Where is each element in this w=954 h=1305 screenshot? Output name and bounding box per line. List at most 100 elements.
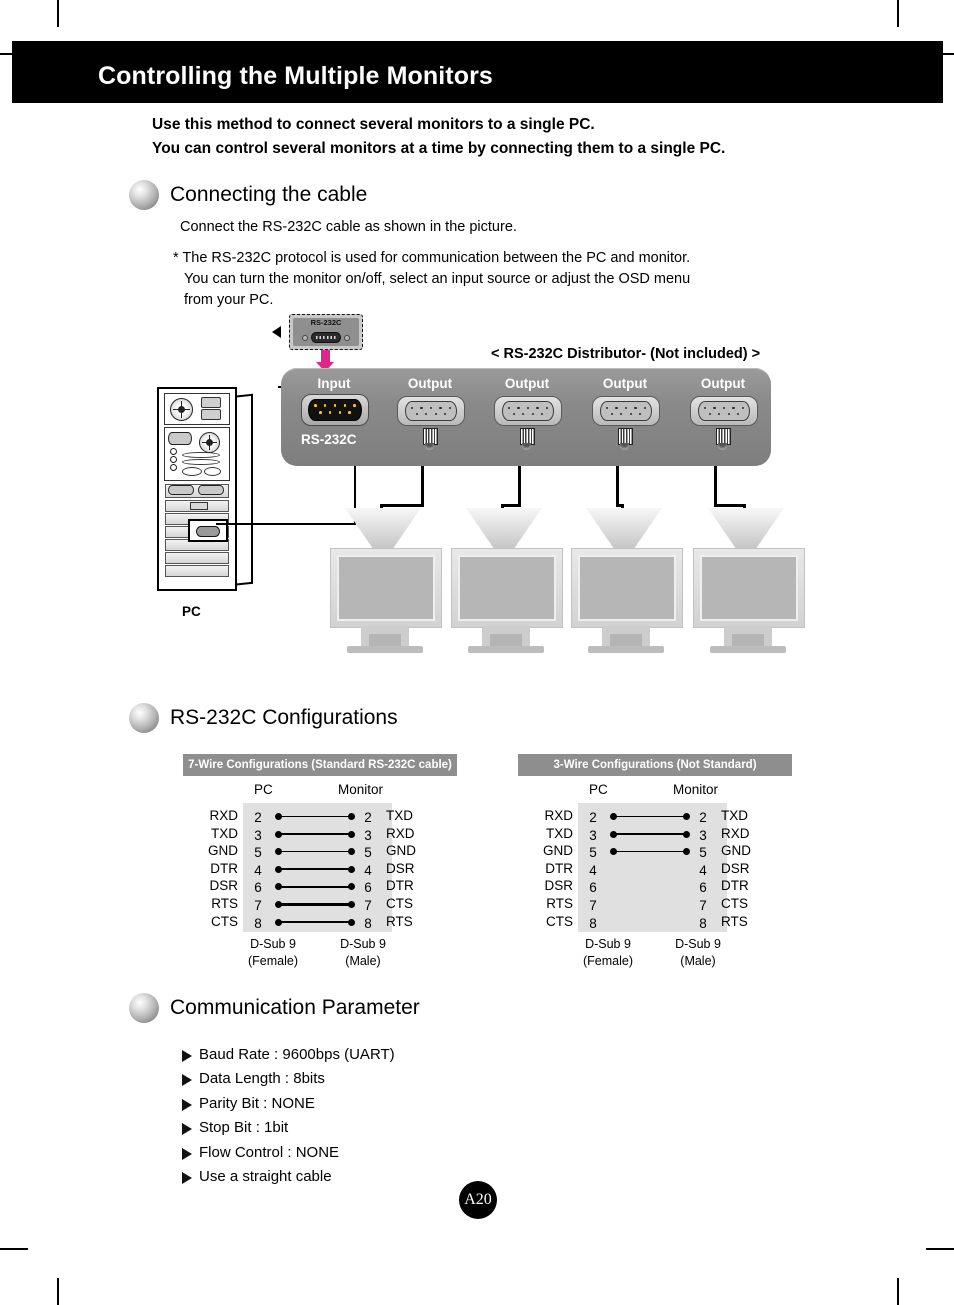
config-right-pin: 6 bbox=[364, 880, 372, 896]
config-connection-line bbox=[278, 921, 352, 923]
vga-port-a-icon bbox=[168, 485, 194, 495]
config-right-signal: GND bbox=[386, 843, 416, 859]
monitor-2 bbox=[451, 548, 563, 653]
footer-line-2: (Female) bbox=[247, 954, 298, 968]
config-left-signal: CTS bbox=[211, 913, 238, 929]
cpu-fan-icon bbox=[199, 432, 220, 453]
config-right-signal: RXD bbox=[721, 825, 750, 841]
config-right-pin: 2 bbox=[364, 810, 372, 825]
cable-screw-right-icon bbox=[344, 335, 350, 341]
serial-slot-1 bbox=[182, 452, 220, 458]
psu-socket-2 bbox=[201, 409, 221, 420]
section-title: Connecting the cable bbox=[170, 183, 368, 206]
config-left-signal: TXD bbox=[211, 825, 238, 841]
distributor-to-monitor-wire-3-horizontal bbox=[616, 504, 624, 507]
config-left-pin: 3 bbox=[589, 827, 597, 843]
monitor-screen bbox=[578, 555, 676, 621]
config-left-signal: TXD bbox=[546, 825, 573, 841]
bullet-orb-icon bbox=[129, 180, 159, 210]
config-1-right-footer: D-Sub 9 (Male) bbox=[658, 936, 738, 970]
config-right-signal: TXD bbox=[386, 808, 413, 823]
config-right-signal: DSR bbox=[386, 860, 415, 876]
distributor-output-label-4: Output bbox=[700, 376, 746, 391]
config-left-signal: CTS bbox=[546, 913, 573, 929]
config-left-signal: GND bbox=[208, 843, 238, 859]
section-heading-connecting-the-cable: Connecting the cable bbox=[129, 180, 367, 210]
config-right-pin: 5 bbox=[699, 845, 707, 861]
monitor-cone-2 bbox=[466, 508, 542, 550]
config-0-pc-column-title: PC bbox=[254, 782, 273, 797]
config-0-monitor-column-title: Monitor bbox=[338, 782, 384, 797]
config-left-pin: 5 bbox=[589, 845, 597, 861]
cable-to-distributor-arrow-head-icon bbox=[316, 362, 334, 372]
monitor-screen bbox=[337, 555, 435, 621]
output-pin-row-top bbox=[508, 407, 548, 410]
parameter-bullet-triangle-icon bbox=[182, 1098, 192, 1111]
cable-screw-left-icon bbox=[302, 335, 308, 341]
parameter-item: Parity Bit : NONE bbox=[199, 1094, 315, 1112]
distributor-input-connector-label: RS-232C bbox=[301, 432, 357, 447]
monitor-base bbox=[588, 646, 664, 653]
monitor-bezel bbox=[571, 548, 683, 628]
monitor-4 bbox=[693, 548, 805, 653]
distributor-output-port-3 bbox=[592, 396, 660, 426]
config-right-pin: 3 bbox=[699, 827, 707, 843]
distributor-input-port bbox=[301, 394, 369, 426]
pc-expansion-slot bbox=[165, 552, 229, 564]
ps2-port-2-icon bbox=[170, 456, 177, 463]
crop-mark-bottom-left-horizontal bbox=[0, 1248, 28, 1250]
footer-line-2: (Male) bbox=[345, 954, 381, 968]
rs232c-distributor: Input RS-232C Output Output Output bbox=[281, 368, 771, 466]
pc-expansion-slot bbox=[165, 565, 229, 577]
distributor-input-label: Input bbox=[317, 376, 351, 391]
output-pin-row-bottom bbox=[606, 413, 646, 416]
config-connection-line bbox=[613, 850, 687, 853]
config-left-signal: DTR bbox=[210, 860, 238, 876]
page-header-bar bbox=[12, 41, 943, 103]
config-right-signal: DSR bbox=[721, 860, 750, 876]
config-0-panel bbox=[243, 803, 392, 932]
footer-line-2: (Male) bbox=[680, 954, 716, 968]
note-line-1: * The RS-232C protocol is used for commu… bbox=[173, 250, 691, 266]
output-plug-icon-2 bbox=[520, 428, 535, 450]
parameter-item: Stop Bit : 1bit bbox=[199, 1119, 289, 1137]
config-left-pin: 7 bbox=[589, 898, 597, 913]
parameter-bullet-triangle-icon bbox=[182, 1074, 192, 1087]
psu-fan-icon bbox=[170, 398, 193, 421]
config-right-signal: RTS bbox=[386, 913, 413, 929]
config-left-signal: RXD bbox=[544, 808, 573, 823]
pc-rs232c-port-icon bbox=[196, 526, 220, 537]
config-right-signal: RTS bbox=[721, 913, 748, 929]
bullet-orb-icon bbox=[129, 993, 159, 1023]
distributor-to-monitor-wire-4-horizontal bbox=[714, 504, 746, 507]
parameter-bullet-triangle-icon bbox=[182, 1147, 192, 1160]
config-right-pin: 5 bbox=[364, 845, 372, 861]
config-connection-line bbox=[278, 832, 352, 836]
output-port-shell bbox=[405, 401, 457, 421]
output-pin-row-top bbox=[606, 407, 646, 410]
config-left-pin: 5 bbox=[254, 845, 262, 861]
config-connection-line bbox=[278, 903, 352, 906]
section-heading-rs232c-configurations: RS-232C Configurations bbox=[129, 703, 398, 733]
monitor-3 bbox=[571, 548, 683, 653]
config-left-pin: 6 bbox=[589, 880, 597, 896]
monitor-neck-inner bbox=[610, 634, 642, 648]
output-pin-row-top bbox=[411, 407, 451, 410]
ps2-port-1-icon bbox=[170, 448, 177, 455]
parameter-item: Use a straight cable bbox=[199, 1168, 332, 1185]
config-right-pin: 4 bbox=[699, 862, 707, 878]
config-left-pin: 4 bbox=[254, 862, 262, 878]
monitor-neck-inner bbox=[369, 634, 401, 648]
pc-expansion-slot bbox=[165, 500, 229, 512]
crop-mark-bottom-right-horizontal bbox=[926, 1248, 954, 1250]
parameter-item: Data Length : 8bits bbox=[199, 1070, 325, 1088]
rs232c-cable-box: RS-232C bbox=[289, 314, 363, 350]
config-left-signal: GND bbox=[543, 843, 573, 859]
pc-tower-rear-panel bbox=[157, 387, 237, 591]
page-number-badge: A20 bbox=[459, 1181, 497, 1219]
distributor-caption: < RS-232C Distributor- (Not included) > bbox=[491, 346, 761, 362]
monitor-base bbox=[347, 646, 423, 653]
config-connection-line bbox=[278, 850, 352, 853]
config-1-pc-column-title: PC bbox=[589, 782, 608, 797]
config-right-signal: RXD bbox=[386, 825, 415, 841]
